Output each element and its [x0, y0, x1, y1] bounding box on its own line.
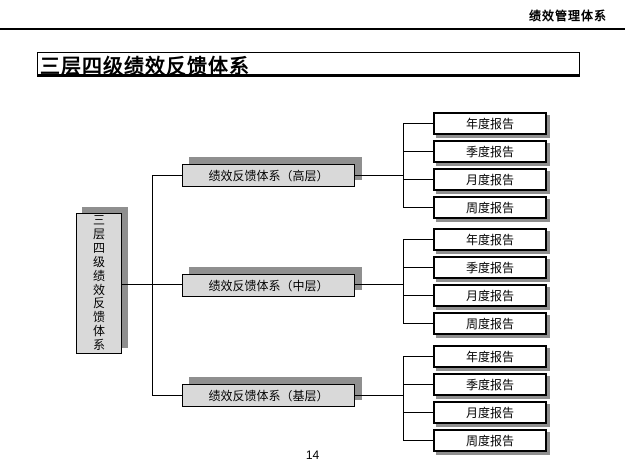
root-box: 三层四级绩效反馈体系: [76, 213, 122, 354]
report-box: 月度报告: [433, 284, 547, 307]
connector-line: [403, 356, 433, 357]
level-box-top: 绩效反馈体系（高层）: [182, 164, 355, 187]
header-label: 绩效管理体系: [528, 9, 607, 23]
connector-line: [403, 123, 433, 124]
title-box: 三层四级绩效反馈体系: [37, 52, 580, 78]
connector-line: [403, 323, 433, 324]
connector-line: [403, 356, 404, 441]
page-number: 14: [305, 448, 320, 462]
report-box: 季度报告: [433, 373, 547, 396]
report-box: 月度报告: [433, 168, 547, 191]
connector-line: [403, 384, 433, 385]
connector-line: [403, 412, 433, 413]
connector-line: [403, 207, 433, 208]
connector-line: [403, 179, 433, 180]
report-box: 年度报告: [433, 345, 547, 368]
report-box: 周度报告: [433, 312, 547, 335]
page-title: 三层四级绩效反馈体系: [40, 56, 250, 78]
report-box: 季度报告: [433, 256, 547, 279]
level-box-middle: 绩效反馈体系（中层）: [182, 274, 355, 297]
level-box-base: 绩效反馈体系（基层）: [182, 384, 355, 407]
connector-line: [403, 239, 404, 324]
root-box-label: 三层四级绩效反馈体系: [92, 212, 105, 353]
connector-line: [355, 395, 403, 396]
report-box: 月度报告: [433, 401, 547, 424]
report-box: 年度报告: [433, 228, 547, 251]
connector-line: [152, 395, 182, 396]
report-box: 季度报告: [433, 140, 547, 163]
connector-line: [355, 175, 403, 176]
connector-line: [355, 284, 403, 285]
connector-line: [403, 295, 433, 296]
report-box: 周度报告: [433, 196, 547, 219]
connector-line: [403, 123, 404, 208]
connector-line: [152, 175, 153, 396]
connector-line: [403, 267, 433, 268]
connector-line: [152, 175, 182, 176]
report-box: 年度报告: [433, 112, 547, 135]
connector-line: [403, 440, 433, 441]
connector-line: [403, 239, 433, 240]
connector-line: [403, 151, 433, 152]
report-box: 周度报告: [433, 429, 547, 452]
header-rule: [0, 28, 625, 30]
